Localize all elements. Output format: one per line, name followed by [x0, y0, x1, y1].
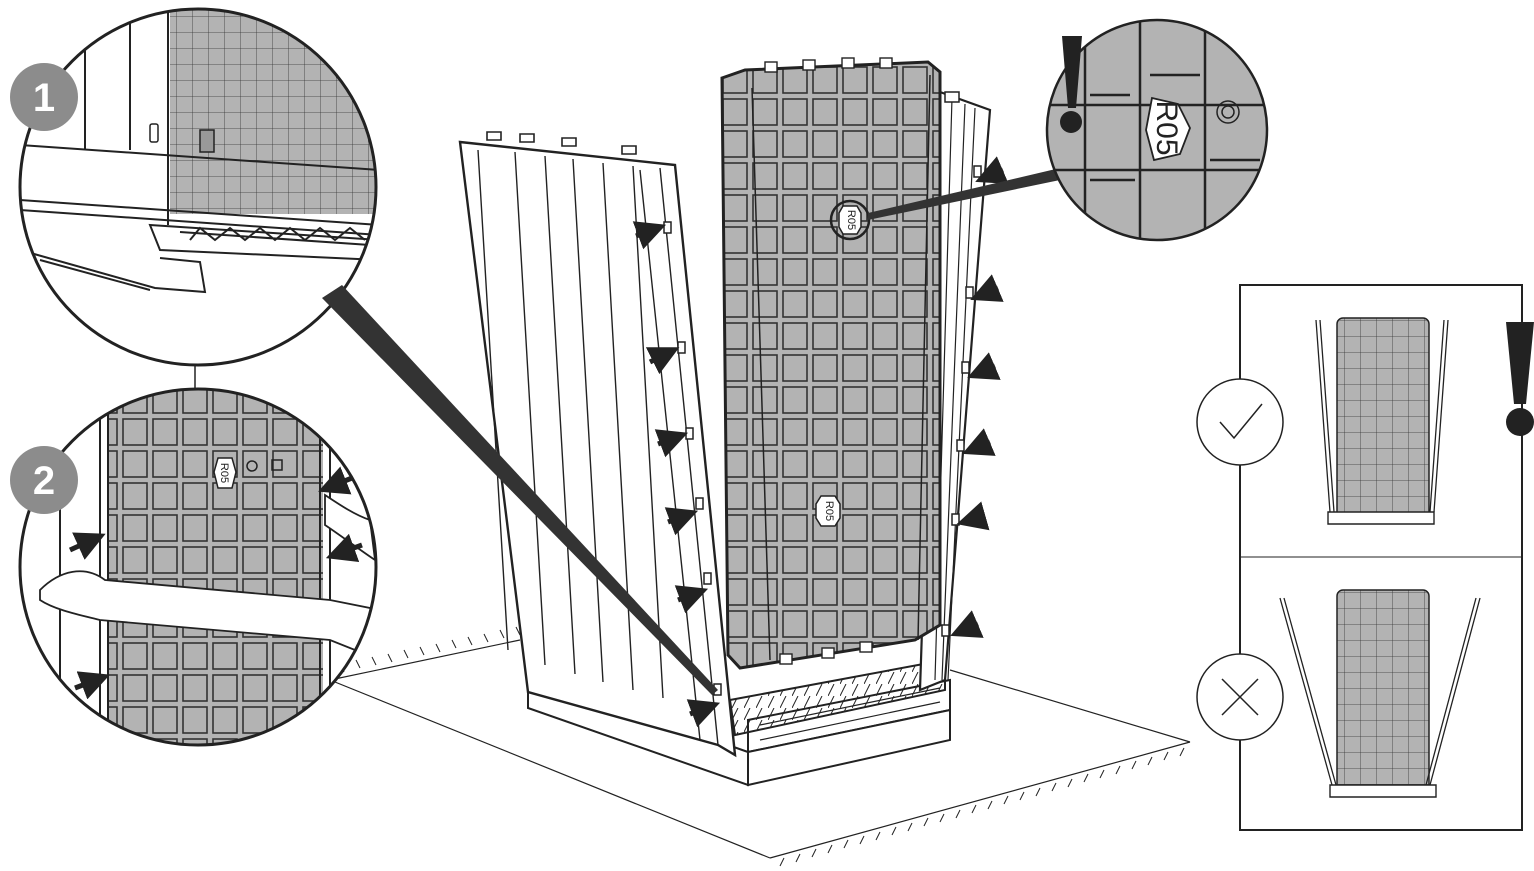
correct-assembly-thumbnail — [1315, 317, 1449, 525]
detail-1-leader-line — [322, 285, 718, 695]
exclamation-icon — [1060, 36, 1082, 133]
incorrect-assembly-thumbnail — [1279, 589, 1481, 798]
step-number-1: 1 — [33, 76, 55, 120]
back-panel — [720, 57, 942, 670]
back-panel-part-label: R05 — [845, 210, 857, 230]
back-panel-label-bottom: R05 — [815, 495, 841, 527]
cross-icon — [1196, 653, 1284, 741]
base-frame — [527, 658, 951, 787]
right-panel-push-arrows — [950, 156, 1009, 638]
detail-circle-step-2: R05 — [18, 387, 378, 747]
step-number-2: 2 — [33, 459, 55, 503]
step-badge-1: 1 — [10, 63, 78, 131]
zoom-part-label: R05 — [1150, 100, 1183, 155]
back-panel-part-label-2: R05 — [823, 501, 835, 521]
zoom-leader-line — [868, 168, 1060, 220]
back-panel-label-top: R05 — [829, 199, 871, 241]
warning-exclamation-icon — [1506, 322, 1534, 436]
step2-part-label: R05 — [218, 463, 230, 483]
left-panel-push-arrows — [632, 221, 721, 728]
zoom-detail-part-label: R05 — [1045, 18, 1269, 242]
step-badge-2: 2 — [10, 446, 78, 514]
check-icon — [1196, 378, 1284, 466]
floor-hatching — [339, 626, 1185, 867]
detail-circle-step-1 — [18, 7, 378, 367]
left-wall-panel — [458, 131, 737, 758]
floor-outline — [329, 639, 1191, 859]
